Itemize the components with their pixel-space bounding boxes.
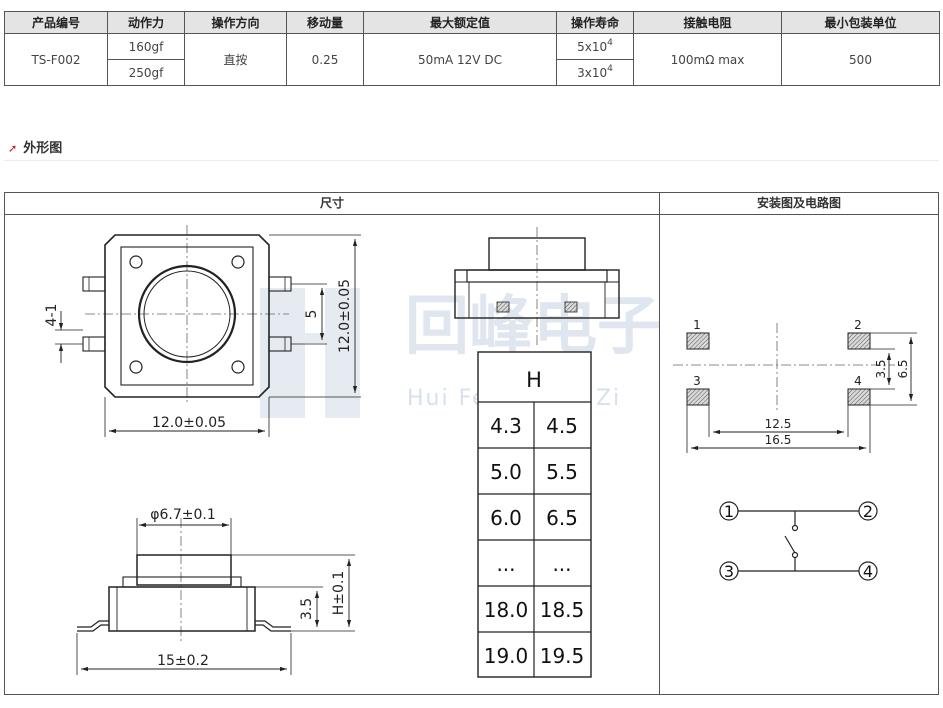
watermark: 回峰电子 Hui Feng Dian Zi: [260, 288, 661, 418]
terminal-3: 3: [724, 562, 734, 581]
dim-top-width: 12.0±0.05: [152, 415, 226, 431]
mounting-heading: 安装图及电路图: [660, 193, 938, 215]
dim-pad-span: 6.5: [896, 359, 910, 378]
spec-row-1: TS-F002 160gf 直按 0.25 50mA 12V DC 5x104 …: [4, 33, 940, 86]
cell-travel: 0.25: [286, 33, 364, 86]
dim-body-height: 3.5: [299, 598, 315, 620]
spec-row-2: 250gf 3x104: [5, 59, 940, 86]
spec-table: 产品编号 动作力 操作方向 移动量 最大额定值 操作寿命 接触电阻 最小包装单位…: [4, 11, 940, 86]
dim-inner-width: 12.5: [765, 417, 792, 431]
front-view: [454, 227, 620, 345]
h-table-header: H: [526, 368, 542, 392]
section-divider: [4, 160, 939, 161]
spec-header-row: 产品编号 动作力 操作方向 移动量 最大额定值 操作寿命 接触电阻 最小包装单位: [4, 11, 940, 34]
section-title: ➚ 外形图: [8, 137, 62, 156]
h-cell: 6.5: [546, 506, 578, 530]
cell-force-2: 250gf: [107, 59, 185, 86]
terminal-1: 1: [724, 502, 734, 521]
dim-cap-diameter: φ6.7±0.1: [150, 507, 216, 523]
pad-label-3: 3: [693, 374, 701, 388]
terminal-2: 2: [863, 502, 873, 521]
h-cell: ...: [496, 552, 515, 576]
life-2-base: 3x10: [577, 66, 608, 80]
top-view: [55, 225, 361, 437]
cell-part-no: TS-F002: [4, 33, 108, 86]
cell-force-1: 160gf: [107, 33, 185, 60]
cell-rating: 50mA 12V DC: [363, 33, 557, 86]
h-cell: 18.5: [540, 598, 585, 622]
h-cell: 18.0: [484, 598, 529, 622]
pad-label-1: 1: [693, 318, 701, 332]
h-table: H 4.3 4.5 5.0 5.5 6.0 6.5 ... ... 18.0 1…: [477, 351, 592, 678]
header-resistance: 接触电阻: [633, 11, 782, 34]
terminal-4: 4: [863, 562, 873, 581]
h-cell: 19.0: [484, 644, 529, 668]
footprint: [673, 323, 917, 453]
dim-outer-width: 16.5: [765, 433, 792, 447]
header-life: 操作寿命: [556, 11, 634, 34]
cell-life-1: 5x104: [556, 33, 634, 60]
dim-length: 15±0.2: [157, 653, 209, 669]
life-1-exp: 4: [607, 38, 613, 48]
pad-label-4: 4: [854, 374, 862, 388]
h-cell: 5.5: [546, 460, 578, 484]
h-cell: ...: [552, 552, 571, 576]
side-view: [76, 518, 355, 675]
circuit-diagram: [719, 501, 878, 581]
section-title-text: 外形图: [23, 141, 63, 156]
arrow-icon: ➚: [8, 142, 18, 155]
cell-min-pack: 500: [781, 33, 940, 86]
header-direction: 操作方向: [184, 11, 287, 34]
drawing-frame: 尺寸 安装图及电路图 回峰电子 Hui Feng Dian Zi: [4, 192, 939, 695]
dim-top-pitch: 4-1: [44, 304, 60, 327]
header-rating: 最大额定值: [363, 11, 557, 34]
pad-label-2: 2: [854, 318, 862, 332]
watermark-logo-icon: [260, 288, 360, 418]
cell-direction: 直按: [184, 33, 287, 86]
dim-total-height: H±0.1: [331, 571, 347, 616]
cell-life-2: 3x104: [556, 59, 634, 86]
dim-pad-gap: 3.5: [874, 359, 888, 378]
life-2-exp: 4: [607, 64, 613, 74]
h-cell: 5.0: [490, 460, 522, 484]
h-cell: 19.5: [540, 644, 585, 668]
h-cell: 6.0: [490, 506, 522, 530]
cell-resistance: 100mΩ max: [633, 33, 782, 86]
life-1-base: 5x10: [577, 40, 608, 54]
dimensions-heading: 尺寸: [5, 193, 659, 215]
header-part-no: 产品编号: [4, 11, 108, 34]
header-force: 动作力: [107, 11, 185, 34]
header-travel: 移动量: [286, 11, 364, 34]
technical-drawing: 回峰电子 Hui Feng Dian Zi: [44, 225, 917, 678]
header-min-pack: 最小包装单位: [781, 11, 940, 34]
frame-divider: [659, 193, 660, 694]
dim-top-height: 12.0±0.05: [337, 279, 353, 353]
h-cell: 4.5: [546, 414, 578, 438]
dim-top-inner: 5: [304, 310, 320, 319]
h-cell: 4.3: [490, 414, 522, 438]
